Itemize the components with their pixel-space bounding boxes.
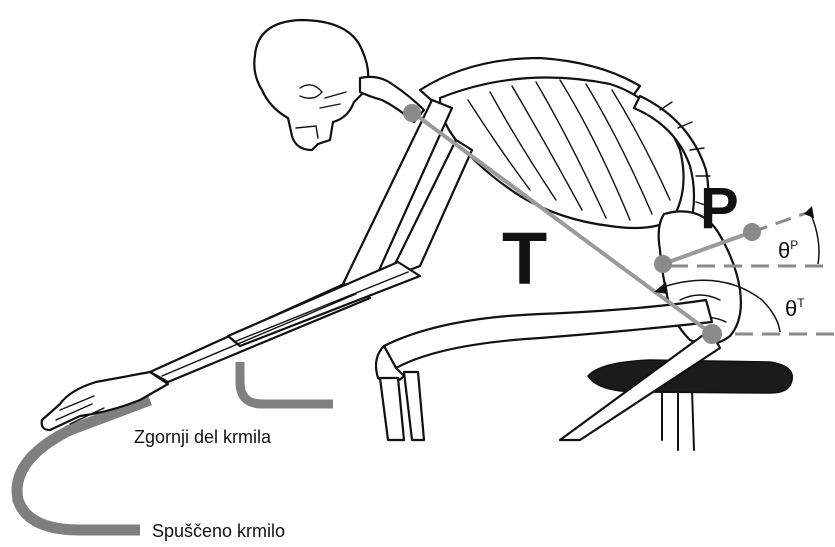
upper-handlebar [240,362,333,404]
trunk-label: T [502,217,547,300]
pelvis-label: P [700,176,739,241]
theta-p-arc [810,212,819,264]
theta-t-arrowhead [654,282,668,294]
thigh [384,300,712,368]
upper-handlebar-label: Zgornji del krmila [134,427,272,447]
pelvis-front-marker [654,255,672,273]
shin [380,378,404,440]
stool-post-right [692,390,694,450]
theta-p-label: θP [778,238,798,263]
drop-handlebar-label: Spuščeno krmilo [152,521,285,541]
pelvis-extension-dashed [752,211,812,232]
theta-t-label: θT [785,296,805,321]
neck-marker [403,104,421,122]
hip-marker [702,324,722,344]
pelvis-back-marker [743,223,761,241]
shin-far [404,372,424,440]
drop-handlebar [17,400,150,530]
